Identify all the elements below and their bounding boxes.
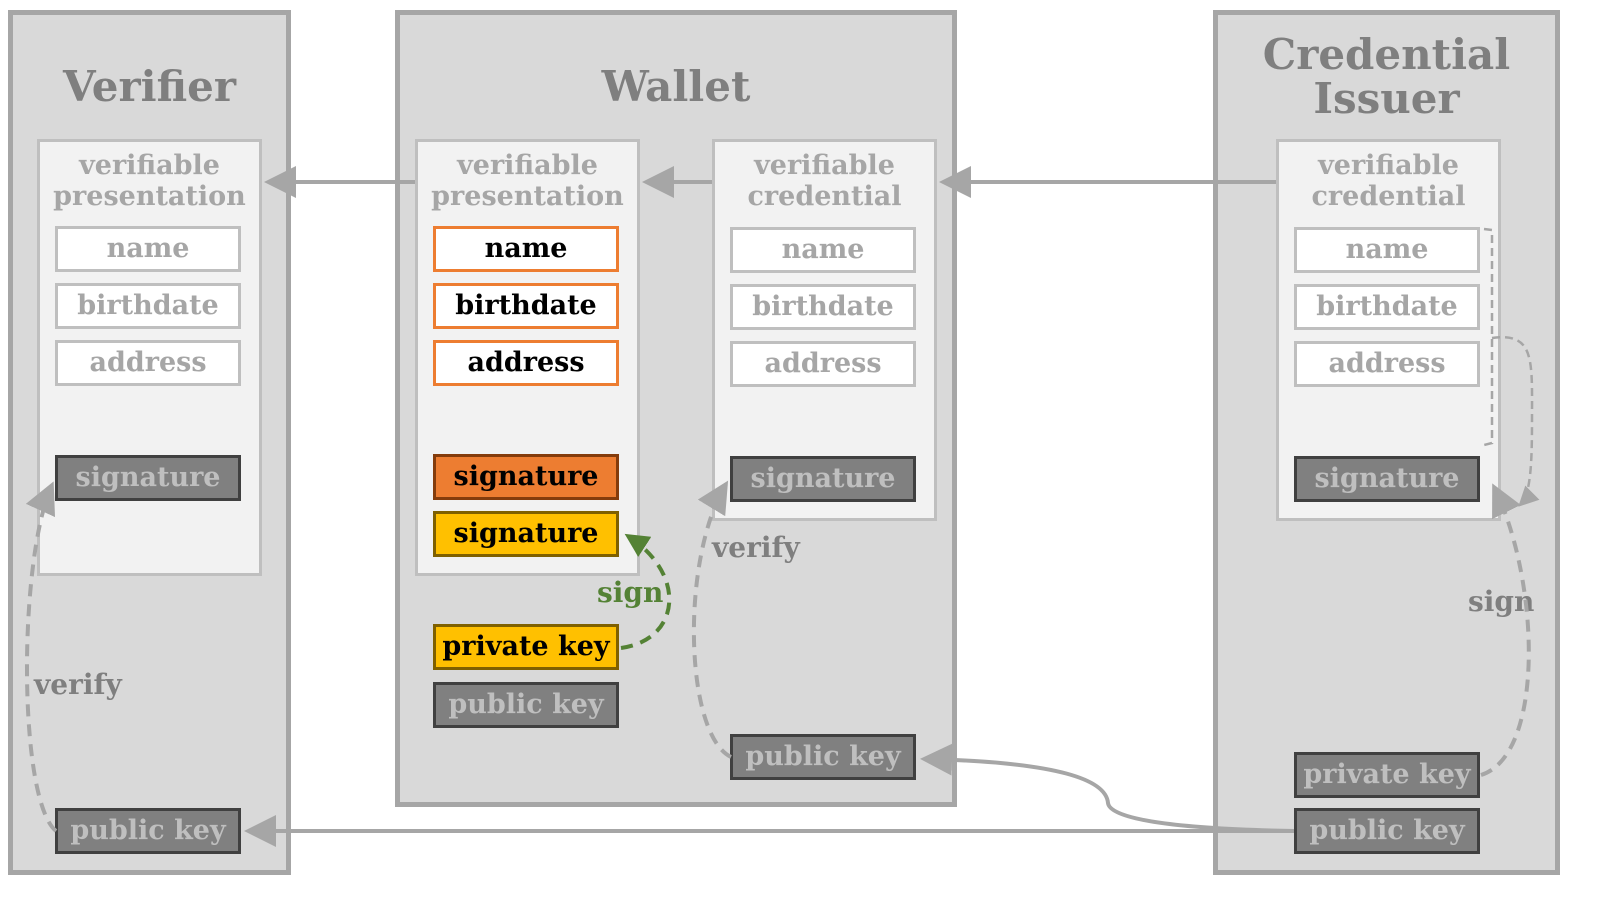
issuer-sign-label: sign [1468, 585, 1535, 618]
verifier-presentation-title: verifiable presentation [40, 150, 259, 212]
verifier-verify-label: verify [34, 668, 122, 701]
issuer-claim-name: name [1294, 227, 1480, 273]
verifier-signature: signature [55, 455, 241, 501]
wallet-credential-claim-birthdate: birthdate [730, 284, 916, 330]
wallet-presentation-claim-birthdate: birthdate [433, 283, 619, 329]
issuer-credential-title: verifiable credential [1279, 150, 1498, 212]
doc-title-line2: presentation [431, 181, 624, 212]
doc-title-line2: credential [1311, 181, 1466, 212]
wallet-private-key: private key [433, 624, 619, 670]
wallet-sign-label: sign [597, 576, 664, 609]
issuer-title-line1: Credential [1262, 30, 1511, 79]
wallet-presentation-claim-name: name [433, 226, 619, 272]
wallet-verify-label: verify [712, 531, 800, 564]
doc-title-line1: verifiable [754, 150, 895, 181]
wallet-credential-claim-name: name [730, 227, 916, 273]
wallet-issuer-public-key: public key [730, 734, 916, 780]
issuer-private-key: private key [1294, 752, 1480, 798]
doc-title-line1: verifiable [1318, 150, 1459, 181]
verifier-claim-name: name [55, 226, 241, 272]
issuer-title-line2: Issuer [1313, 74, 1460, 123]
issuer-signature: signature [1294, 456, 1480, 502]
verifier-claim-birthdate: birthdate [55, 283, 241, 329]
verifier-title: Verifier [63, 62, 236, 111]
wallet-public-key: public key [433, 682, 619, 728]
wallet-presentation-issuer-signature: signature [433, 454, 619, 500]
issuer-claim-address: address [1294, 341, 1480, 387]
wallet-credential-claim-address: address [730, 341, 916, 387]
doc-title-line2: credential [747, 181, 902, 212]
wallet-credential-title: verifiable credential [715, 150, 934, 212]
wallet-presentation-holder-signature: signature [433, 511, 619, 557]
verifier-claim-address: address [55, 340, 241, 386]
issuer-title: Credential Issuer [1218, 33, 1555, 121]
issuer-claim-birthdate: birthdate [1294, 284, 1480, 330]
issuer-public-key: public key [1294, 808, 1480, 854]
wallet-title: Wallet [601, 62, 751, 111]
doc-title-line1: verifiable [457, 150, 598, 181]
wallet-presentation-claim-address: address [433, 340, 619, 386]
doc-title-line1: verifiable [79, 150, 220, 181]
wallet-credential-signature: signature [730, 456, 916, 502]
doc-title-line2: presentation [53, 181, 246, 212]
verifier-public-key: public key [55, 808, 241, 854]
wallet-presentation-title: verifiable presentation [418, 150, 637, 212]
